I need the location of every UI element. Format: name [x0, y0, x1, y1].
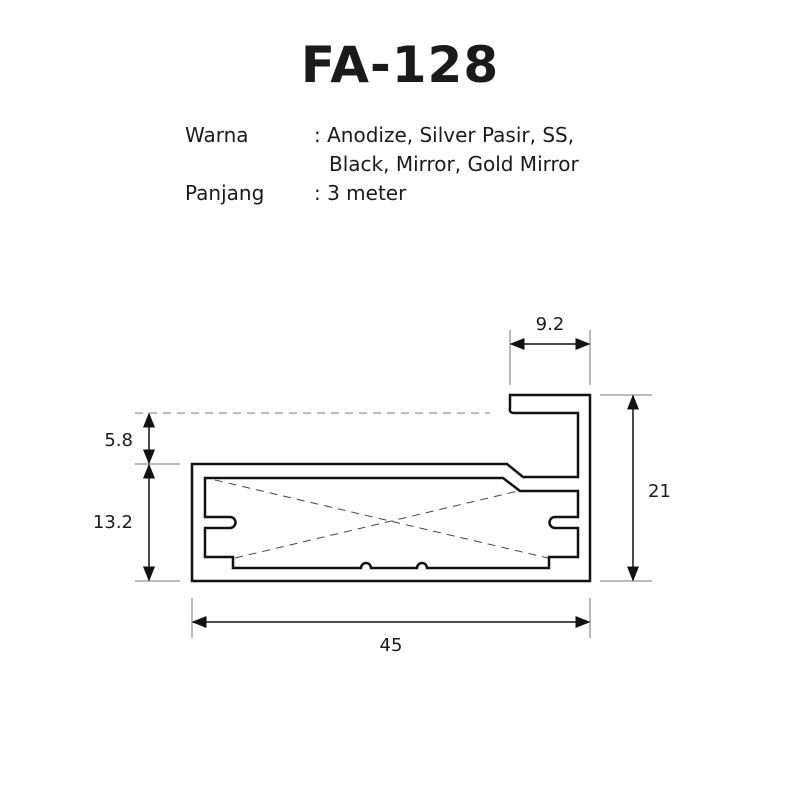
color-label: Warna — [185, 123, 249, 147]
dim-total-width: 45 — [380, 635, 403, 656]
dim-lip-height: 5.8 — [104, 430, 133, 451]
color-value-line1: : Anodize, Silver Pasir, SS, — [314, 123, 575, 147]
product-title: FA-128 — [300, 36, 500, 94]
dim-body-height: 13.2 — [93, 512, 133, 533]
color-value-line2: Black, Mirror, Gold Mirror — [329, 152, 579, 176]
length-value: : 3 meter — [314, 181, 407, 205]
length-label: Panjang — [185, 181, 265, 205]
profile-outer — [190, 393, 592, 583]
dim-total-height: 21 — [648, 481, 671, 502]
profile-inner — [203, 476, 580, 570]
dim-lip-width: 9.2 — [536, 314, 565, 335]
